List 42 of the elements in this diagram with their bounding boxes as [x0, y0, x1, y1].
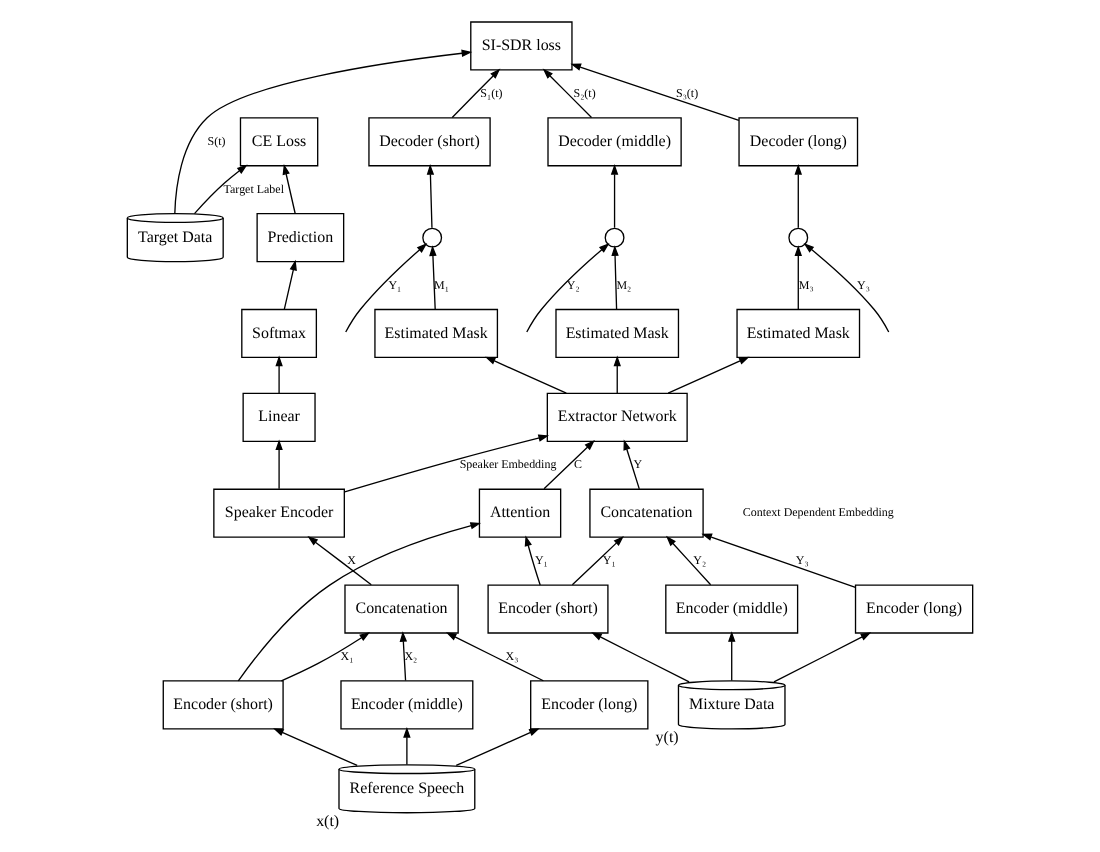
arrow	[445, 632, 545, 682]
arrow	[275, 439, 283, 490]
arrow	[307, 536, 372, 586]
arrow	[484, 356, 567, 394]
arrow	[613, 355, 621, 394]
arrow	[283, 259, 297, 310]
arrow	[237, 522, 482, 682]
arrow	[273, 728, 358, 767]
arrow	[455, 728, 540, 767]
arrow	[193, 164, 248, 215]
arrow	[429, 245, 437, 310]
node-circle	[422, 227, 443, 248]
arrow	[570, 63, 740, 122]
arrow	[345, 243, 428, 333]
arrow	[610, 164, 619, 229]
arrow	[803, 243, 890, 333]
arrow	[543, 440, 595, 490]
arrow	[524, 535, 541, 586]
arrow	[666, 535, 712, 586]
arrow	[591, 632, 690, 683]
arrow	[275, 355, 283, 394]
arrow	[426, 164, 435, 229]
node-circle	[604, 227, 625, 248]
arrow	[773, 632, 872, 683]
arrow	[344, 434, 550, 493]
arrow	[794, 164, 802, 229]
arrow	[280, 632, 371, 682]
arrow	[403, 727, 411, 766]
arrow	[667, 356, 750, 394]
arrow	[174, 49, 473, 215]
arrow	[623, 439, 640, 490]
arrow	[282, 163, 296, 214]
node-circle	[788, 227, 809, 248]
arrow	[611, 245, 619, 310]
arrow	[571, 535, 624, 586]
arrow	[701, 533, 857, 588]
arrow	[451, 68, 501, 119]
arrow	[728, 631, 736, 682]
arrow	[526, 243, 610, 333]
arrow	[399, 631, 408, 682]
arrow	[794, 245, 802, 310]
arrow	[542, 68, 593, 119]
